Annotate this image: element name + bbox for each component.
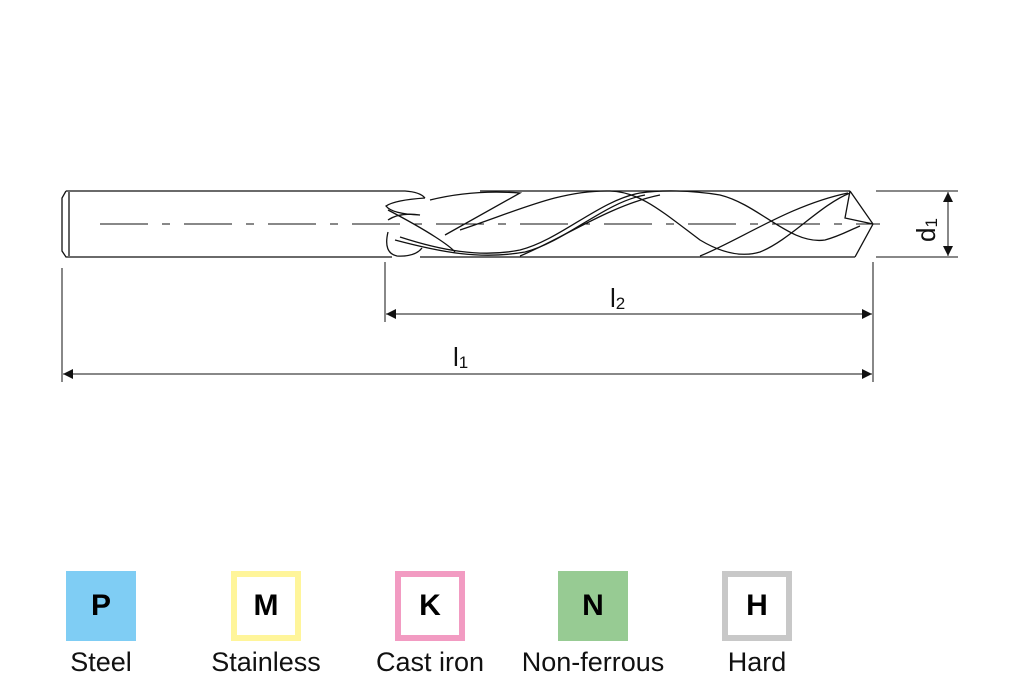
material-badge-h: H	[722, 571, 792, 641]
material-badge-p: P	[66, 571, 136, 641]
material-label: Steel	[70, 647, 132, 677]
material-label: Stainless	[211, 647, 321, 677]
material-badge-m: M	[231, 571, 301, 641]
l2-label: l2	[610, 283, 625, 313]
material-label: Cast iron	[375, 647, 485, 677]
l1-label: l1	[453, 342, 468, 372]
material-badge-n: N	[558, 571, 628, 641]
legend-item-hard: H Hard	[677, 571, 837, 678]
legend-item-stainless: M Stainless	[186, 571, 346, 678]
legend-item-non-ferrous: N Non-ferrous	[513, 571, 673, 678]
material-label: Hard	[727, 647, 787, 677]
d1-label: d1	[911, 218, 941, 242]
extension-lines	[61, 190, 958, 382]
material-label: Non-ferrous	[521, 647, 665, 677]
material-badge-k: K	[395, 571, 465, 641]
drill-outline	[61, 190, 874, 258]
drill-drawing: l2 l1 d1	[61, 190, 958, 382]
legend-item-cast-iron: K Cast iron	[350, 571, 510, 678]
legend-item-steel: P Steel	[21, 571, 181, 678]
